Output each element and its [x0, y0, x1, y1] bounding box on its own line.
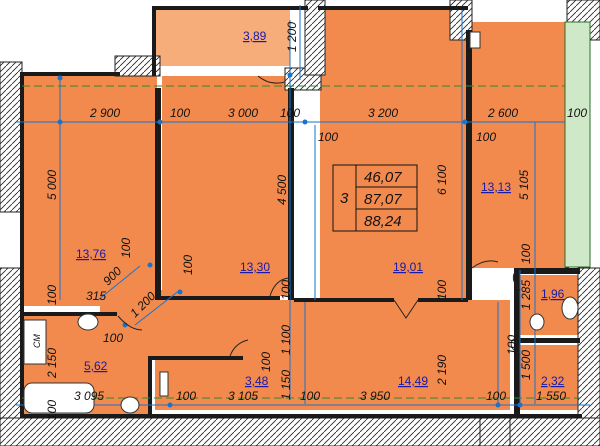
- svg-text:1 200: 1 200: [285, 22, 299, 52]
- svg-text:100: 100: [476, 130, 496, 144]
- riser-icon: [159, 371, 169, 397]
- svg-text:1 150: 1 150: [279, 370, 293, 400]
- room-area-labels: 3,89 13,76 13,30 19,01 13,13 1,96 5,62 3…: [76, 29, 565, 388]
- svg-text:3 200: 3 200: [368, 106, 398, 120]
- fixtures: [23, 21, 591, 414]
- svg-text:100: 100: [45, 400, 59, 420]
- svg-text:100: 100: [45, 285, 59, 305]
- svg-text:100: 100: [170, 106, 190, 120]
- room-fill-balcony: [152, 10, 290, 66]
- area-corridor: 3,48: [245, 374, 269, 388]
- wc-toilet-icon: [561, 296, 579, 320]
- area-storage: 2,32: [541, 374, 565, 388]
- svg-text:100: 100: [103, 331, 123, 345]
- svg-text:100: 100: [486, 389, 506, 403]
- room-fill-storage: [520, 345, 578, 410]
- svg-text:2 900: 2 900: [89, 106, 120, 120]
- svg-text:3 000: 3 000: [228, 106, 258, 120]
- room-fill-kitchen: [472, 22, 567, 268]
- area-balcony: 3,89: [243, 29, 267, 43]
- svg-text:2 600: 2 600: [487, 106, 518, 120]
- doors: [117, 75, 521, 357]
- svg-text:2 150: 2 150: [45, 348, 59, 379]
- room-fill-hall: [155, 300, 510, 410]
- room-fill-bedroom-1: [22, 76, 157, 306]
- structural-axes: [22, 85, 580, 399]
- svg-text:100: 100: [279, 280, 293, 300]
- area-bedroom-1: 13,76: [76, 247, 106, 261]
- area-total-balcony: 88,24: [364, 213, 402, 230]
- svg-text:100: 100: [280, 106, 300, 120]
- kitchen-riser-icon: [469, 31, 481, 49]
- area-bedroom-2: 13,30: [240, 260, 270, 274]
- svg-text:3 095: 3 095: [74, 389, 104, 403]
- svg-text:100: 100: [318, 130, 338, 144]
- svg-text:2 190: 2 190: [435, 355, 449, 386]
- svg-text:1 285: 1 285: [519, 280, 533, 310]
- apartment-info-box: 3 46,07 87,07 88,24: [332, 164, 418, 232]
- dimension-texts-misc: 315 900 100 1 200 100 100 100 100 1 285 …: [45, 238, 533, 420]
- svg-text:6 100: 6 100: [435, 165, 449, 195]
- dimension-lines: [16, 5, 590, 408]
- svg-text:3 950: 3 950: [360, 389, 390, 403]
- svg-text:1 100: 1 100: [279, 325, 293, 355]
- svg-text:3 105: 3 105: [228, 389, 258, 403]
- area-wc: 1,96: [541, 287, 565, 301]
- svg-text:1 500: 1 500: [519, 350, 533, 380]
- sink-icon: [120, 396, 140, 414]
- area-kitchen: 13,13: [481, 180, 511, 194]
- svg-text:315: 315: [86, 289, 106, 303]
- svg-text:100: 100: [505, 335, 519, 355]
- washing-machine-label: СМ: [32, 334, 42, 348]
- bathtub-icon: [23, 382, 95, 414]
- dimension-texts-top: 2 900 100 3 000 100 3 200 2 600 100 100 …: [89, 106, 587, 144]
- room-fill-bedroom-2: [162, 76, 288, 296]
- area-living-room: 19,01: [393, 260, 423, 274]
- area-hall: 14,49: [398, 374, 428, 388]
- svg-text:4 500: 4 500: [275, 175, 289, 205]
- svg-text:1 550: 1 550: [536, 389, 566, 403]
- kitchen-counter: [564, 21, 591, 268]
- svg-text:100: 100: [119, 238, 133, 258]
- svg-text:5 105: 5 105: [517, 170, 531, 200]
- svg-text:100: 100: [259, 352, 273, 372]
- area-living: 46,07: [364, 169, 402, 186]
- room-fill-living: [320, 10, 468, 300]
- toilet-icon: [77, 313, 99, 331]
- svg-text:100: 100: [567, 106, 587, 120]
- washing-machine-icon: [23, 319, 47, 365]
- svg-text:100: 100: [300, 389, 320, 403]
- svg-text:5 000: 5 000: [45, 170, 59, 200]
- dimension-texts-bottom: 3 095 100 3 105 100 3 950 100 1 550: [74, 389, 566, 403]
- svg-text:100: 100: [435, 280, 449, 300]
- svg-text:100: 100: [519, 244, 533, 264]
- dimension-texts-vertical: 5 000 4 500 6 100 5 105 1 200: [45, 22, 531, 205]
- wc-sink-icon: [529, 313, 545, 331]
- rooms-count: 3: [340, 190, 349, 207]
- svg-text:100: 100: [181, 255, 195, 275]
- area-bathroom: 5,62: [84, 359, 108, 373]
- svg-text:100: 100: [176, 389, 196, 403]
- area-total: 87,07: [364, 191, 402, 208]
